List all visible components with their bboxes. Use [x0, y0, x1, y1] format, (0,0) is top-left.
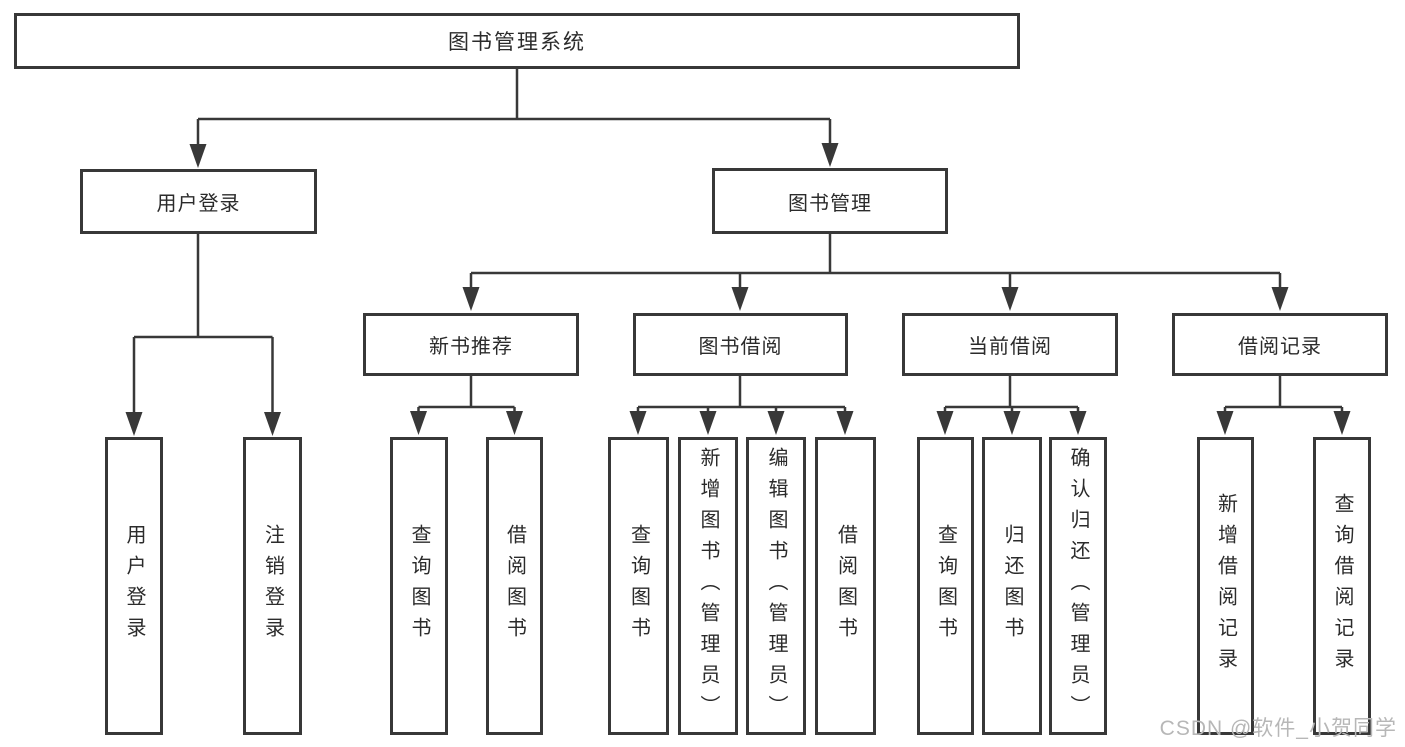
node-current-borrowing: 当前借阅: [902, 313, 1118, 376]
leaf-query-books-current: 查询图书: [917, 437, 974, 735]
connector-current-borrowing-to-leaves: [943, 376, 1080, 420]
connector-root-to-level2: [196, 69, 832, 150]
leaf-return-books: 归还图书: [982, 437, 1042, 735]
arrowhead: [836, 411, 854, 435]
node-label: 新书推荐: [429, 336, 513, 358]
node-label: 归还图书: [1001, 524, 1023, 648]
node-label: 新增图书（管理员）: [697, 446, 719, 726]
node-new-book-recommend: 新书推荐: [363, 313, 579, 376]
leaf-borrow-books-borrowing: 借阅图书: [815, 437, 876, 735]
watermark: CSDN @软件_小贺同学: [1159, 717, 1397, 740]
arrowhead: [410, 411, 427, 435]
node-label: 用户登录: [156, 193, 241, 215]
node-label: 借阅记录: [1238, 336, 1322, 358]
arrowhead: [1001, 287, 1019, 311]
node-label: 借阅图书: [503, 524, 526, 648]
node-label: 查询图书: [408, 524, 430, 648]
arrowhead: [1333, 411, 1351, 435]
node-label: 图书管理系统: [448, 31, 586, 54]
arrowhead: [767, 411, 785, 435]
node-label: 查询图书: [934, 524, 957, 648]
node-root: 图书管理系统: [14, 13, 1020, 69]
arrowhead: [125, 412, 143, 436]
connector-borrowing-records-to-leaves: [1223, 376, 1344, 420]
arrowhead: [1216, 411, 1234, 435]
connector-book-borrowing-to-leaves: [636, 376, 847, 420]
arrowhead: [264, 412, 281, 436]
node-label: 确认归还（管理员）: [1067, 446, 1089, 726]
node-label: 编辑图书（管理员）: [765, 446, 787, 726]
node-book-management: 图书管理: [712, 168, 948, 234]
leaf-query-books-recommend: 查询图书: [390, 437, 448, 735]
node-label: 查询借阅记录: [1331, 493, 1353, 679]
node-label: 用户登录: [123, 524, 145, 648]
connector-book-management-to-level3: [469, 234, 1282, 296]
leaf-query-borrow-record: 查询借阅记录: [1313, 437, 1371, 735]
arrowhead: [1271, 287, 1289, 311]
node-label: 借阅图书: [834, 524, 857, 648]
leaf-add-book-admin: 新增图书（管理员）: [678, 437, 738, 735]
leaf-user-login: 用户登录: [105, 437, 163, 735]
arrowhead: [462, 287, 480, 311]
node-label: 注销登录: [261, 524, 284, 648]
leaf-query-books-borrowing: 查询图书: [608, 437, 669, 735]
leaf-edit-book-admin: 编辑图书（管理员）: [746, 437, 806, 735]
node-label: 新增借阅记录: [1214, 493, 1237, 679]
arrowhead: [1069, 411, 1087, 435]
leaf-add-borrow-record: 新增借阅记录: [1197, 437, 1254, 735]
arrowhead: [629, 411, 647, 435]
leaf-confirm-return-admin: 确认归还（管理员）: [1049, 437, 1107, 735]
arrowhead: [821, 143, 839, 167]
arrowhead: [506, 411, 523, 435]
arrowhead: [1003, 411, 1021, 435]
connector-user-login-to-leaves: [132, 234, 274, 420]
arrowhead: [936, 411, 954, 435]
connector-new-book-to-leaves: [417, 376, 516, 420]
node-label: 图书管理: [788, 192, 872, 215]
node-label: 查询图书: [627, 524, 650, 648]
arrowhead: [731, 287, 749, 311]
leaf-borrow-books-recommend: 借阅图书: [486, 437, 543, 735]
arrowhead: [189, 144, 207, 168]
node-book-borrowing: 图书借阅: [633, 313, 848, 376]
leaf-logout: 注销登录: [243, 437, 302, 735]
node-user-login: 用户登录: [80, 169, 317, 234]
node-label: 图书借阅: [698, 336, 783, 358]
arrowhead: [699, 411, 717, 435]
node-borrowing-records: 借阅记录: [1172, 313, 1388, 376]
node-label: 当前借阅: [968, 336, 1052, 358]
